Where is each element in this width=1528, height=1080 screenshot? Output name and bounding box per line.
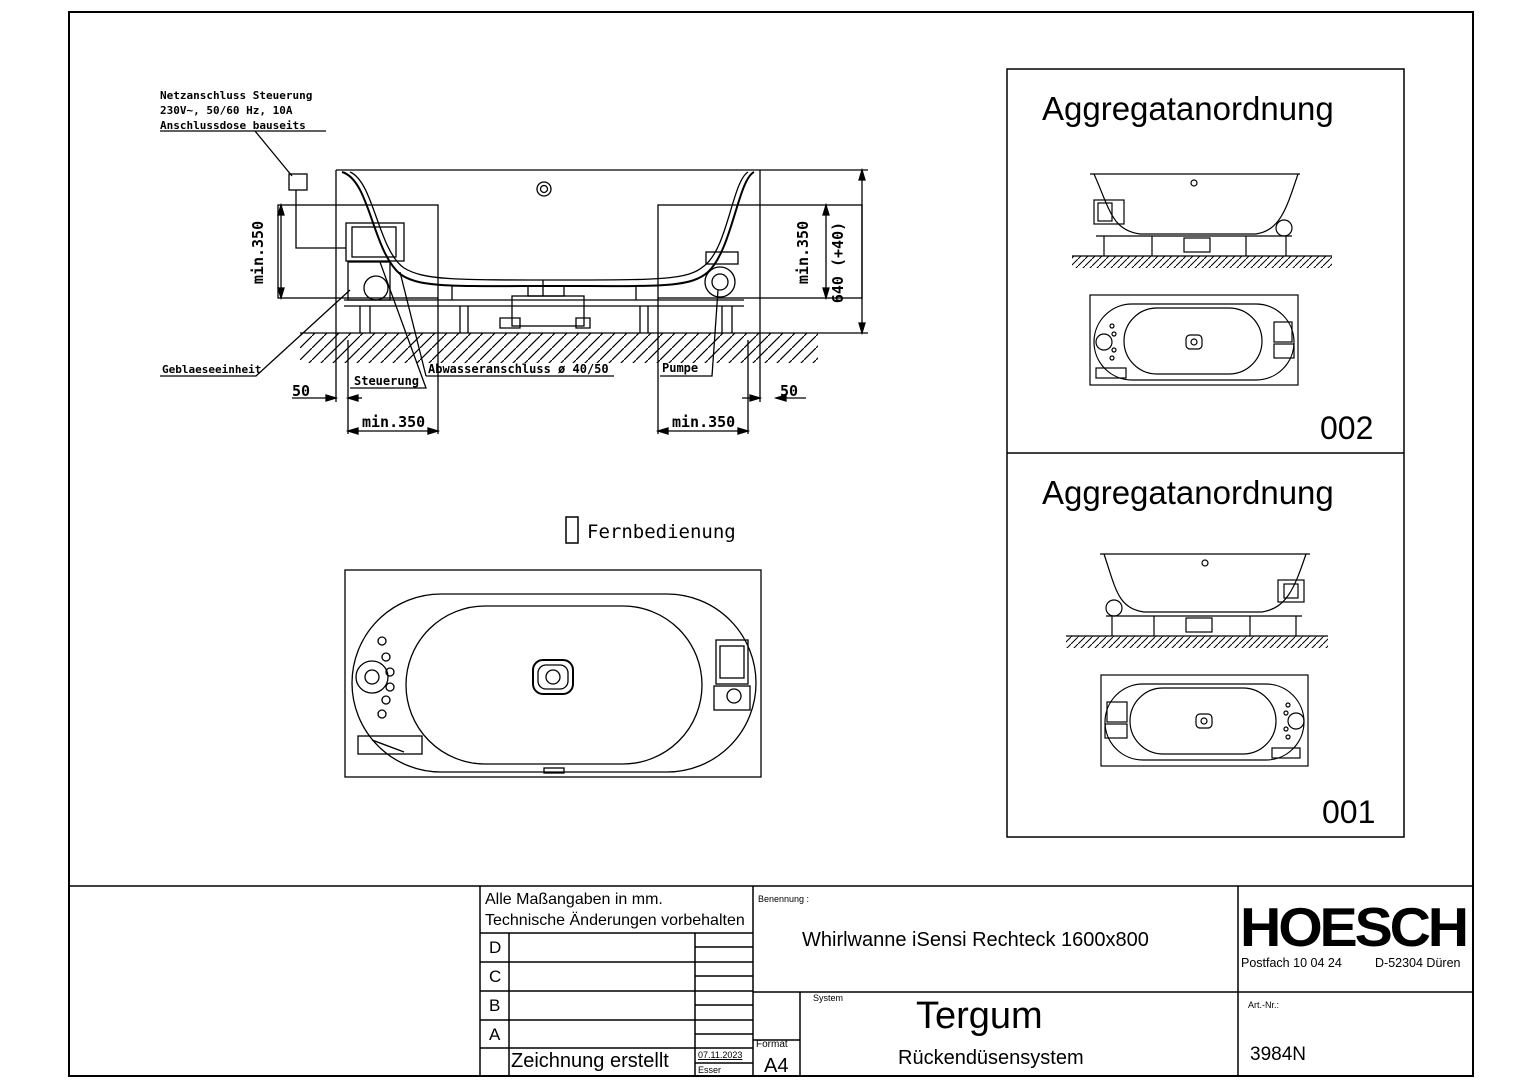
dim-min-right-h: min.350	[672, 413, 736, 431]
plan-pump	[715, 639, 749, 685]
revision-b: B	[489, 996, 501, 1015]
dim-gap-right: 50	[780, 382, 799, 400]
revision-c: C	[489, 967, 502, 986]
created-author: Esser	[698, 1065, 722, 1075]
address-po: Postfach 10 04 24	[1241, 956, 1342, 970]
format-value: A4	[764, 1055, 789, 1077]
created-label: Zeichnung erstellt	[511, 1050, 669, 1072]
socket	[288, 173, 308, 191]
plan-outline	[344, 569, 762, 778]
revision-a: A	[489, 1025, 501, 1044]
label-control: Steuerung	[354, 374, 420, 388]
designation: Whirlwanne iSensi Rechteck 1600x800	[802, 929, 1149, 951]
created-date: 07.11.2023	[698, 1050, 743, 1060]
label-pump: Pumpe	[662, 361, 699, 375]
panel-002-plan	[1089, 294, 1299, 386]
arrangement-panels	[1006, 68, 1405, 838]
system-name: Tergum	[916, 995, 1043, 1037]
format-label: Format	[756, 1039, 788, 1050]
panel-001-plan	[1100, 674, 1309, 767]
blower-unit	[345, 222, 405, 262]
dim-gap-left: 50	[292, 382, 311, 400]
panel-001-number: 001	[1322, 794, 1376, 830]
brand-logo: HOESCH	[1240, 896, 1469, 958]
note-units: Alle Maßangaben in mm.	[485, 891, 663, 908]
system-label: System	[813, 993, 844, 1003]
drawing-frame	[68, 11, 1474, 1077]
plan-jet-panel	[355, 660, 389, 694]
power-note-line-1: Netzanschluss Steuerung	[160, 89, 313, 102]
plan-view	[344, 516, 762, 778]
dim-min-left-h: min.350	[362, 413, 426, 431]
clearance-left	[277, 204, 439, 299]
dim-min-right-v: min.350	[794, 220, 813, 285]
panel-001-title: Aggregatanordnung	[1042, 474, 1334, 511]
article-label: Art.-Nr.:	[1248, 1000, 1279, 1010]
remote-symbol	[565, 516, 579, 544]
title-block-lines	[68, 885, 1474, 1077]
article-number: 3984N	[1250, 1044, 1306, 1065]
control-unit	[347, 261, 391, 301]
plan-drain	[532, 659, 574, 695]
designation-label: Benennung :	[758, 894, 810, 904]
pump	[704, 266, 736, 298]
power-note-line-2: 230V~, 50/60 Hz, 10A	[160, 104, 293, 117]
dim-min-left-v: min.350	[249, 220, 268, 285]
address-city: D-52304 Düren	[1375, 956, 1461, 970]
panel-001-front	[1066, 553, 1328, 648]
floor-hatch	[300, 333, 818, 363]
dim-height-total: 640 (+40)	[829, 221, 848, 304]
panel-002-number: 002	[1320, 410, 1374, 446]
remote-label: Fernbedienung	[587, 521, 736, 543]
power-note-line-3: Anschlussdose bauseits	[160, 119, 306, 132]
overflow	[536, 181, 552, 197]
front-view	[160, 130, 868, 435]
panel-002-front	[1072, 173, 1332, 268]
label-blower: Geblaeseeinheit	[162, 363, 262, 376]
panel-002-title: Aggregatanordnung	[1042, 90, 1334, 127]
label-drain: Abwasseranschluss ø 40/50	[428, 362, 609, 376]
note-changes: Technische Änderungen vorbehalten	[485, 912, 745, 929]
plan-basin	[405, 605, 703, 765]
system-sub: Rückendüsensystem	[898, 1047, 1084, 1069]
revision-d: D	[489, 938, 502, 957]
